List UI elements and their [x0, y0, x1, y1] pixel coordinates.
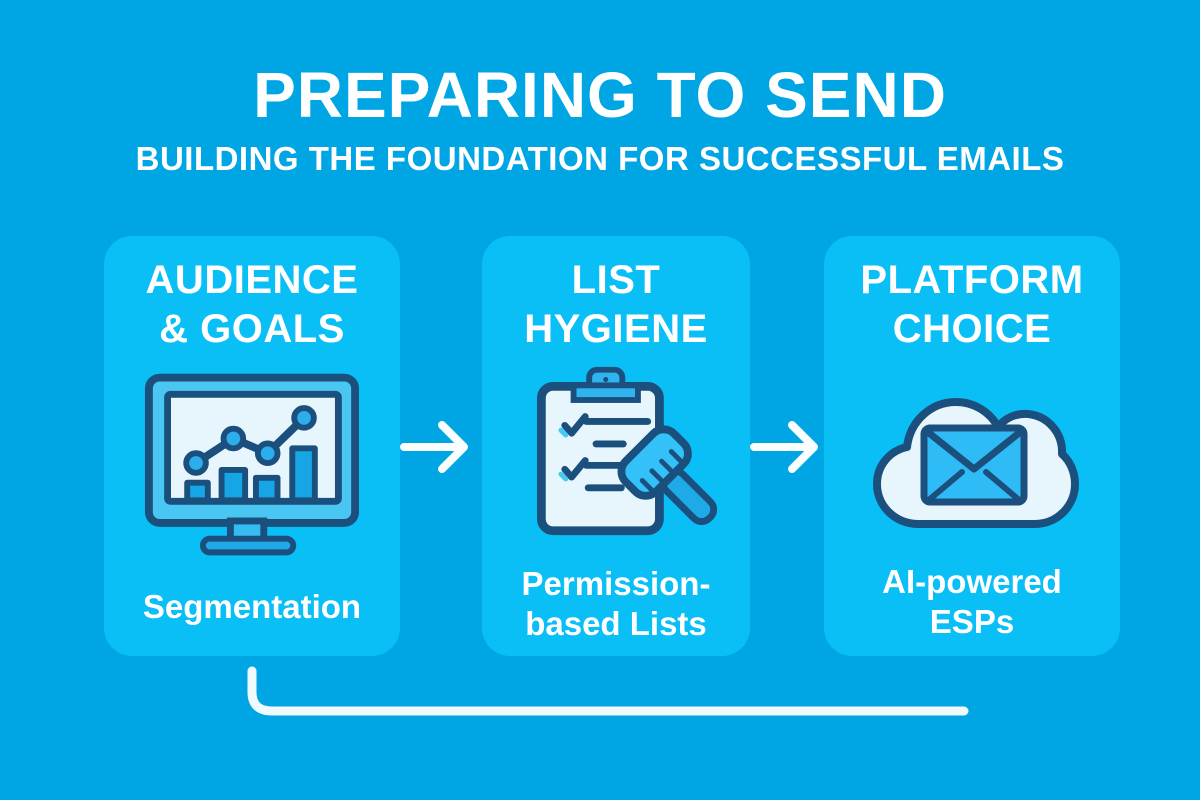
- monitor-analytics-icon: [144, 373, 360, 556]
- right-arrow-icon: [750, 421, 818, 473]
- card-label-line1: AI-powered: [882, 563, 1062, 600]
- card-audience-goals: AUDIENCE & GOALS: [104, 236, 400, 656]
- card-heading-line2: & GOALS: [159, 307, 345, 351]
- card-heading: LIST HYGIENE: [524, 256, 708, 355]
- card-heading-line1: LIST: [571, 258, 661, 302]
- card-icon-wrap: [104, 360, 400, 570]
- card-label-line2: ESPs: [929, 603, 1015, 640]
- card-heading-line2: HYGIENE: [524, 307, 708, 351]
- card-platform-choice: PLATFORM CHOICE AI-powered ESPs: [824, 236, 1120, 656]
- card-label-line2: based Lists: [525, 605, 707, 642]
- card-label-line1: Segmentation: [142, 588, 362, 625]
- card-heading-line2: CHOICE: [892, 307, 1052, 351]
- page-title: PREPARING TO SEND: [253, 59, 947, 131]
- card-icon-wrap: [482, 355, 750, 564]
- page-subtitle: BUILDING THE FOUNDATION FOR SUCCESSFUL E…: [135, 140, 1065, 177]
- card-heading: PLATFORM CHOICE: [860, 256, 1083, 356]
- card-heading: AUDIENCE & GOALS: [146, 256, 359, 356]
- card-heading-line1: PLATFORM: [860, 258, 1084, 302]
- card-label: AI-powered ESPs: [824, 560, 1120, 656]
- card-label: Segmentation: [104, 570, 400, 656]
- card-list-hygiene: LIST HYGIENE: [482, 236, 750, 656]
- clipboard-checklist-brush-icon: [536, 366, 718, 535]
- card-label-line1: Permission-: [521, 565, 711, 602]
- card-icon-wrap: [824, 350, 1120, 560]
- card-label: Permission- based Lists: [482, 564, 750, 656]
- card-heading-line1: AUDIENCE: [145, 258, 359, 302]
- cloud-email-icon: [873, 398, 1079, 528]
- right-arrow-icon: [400, 421, 468, 473]
